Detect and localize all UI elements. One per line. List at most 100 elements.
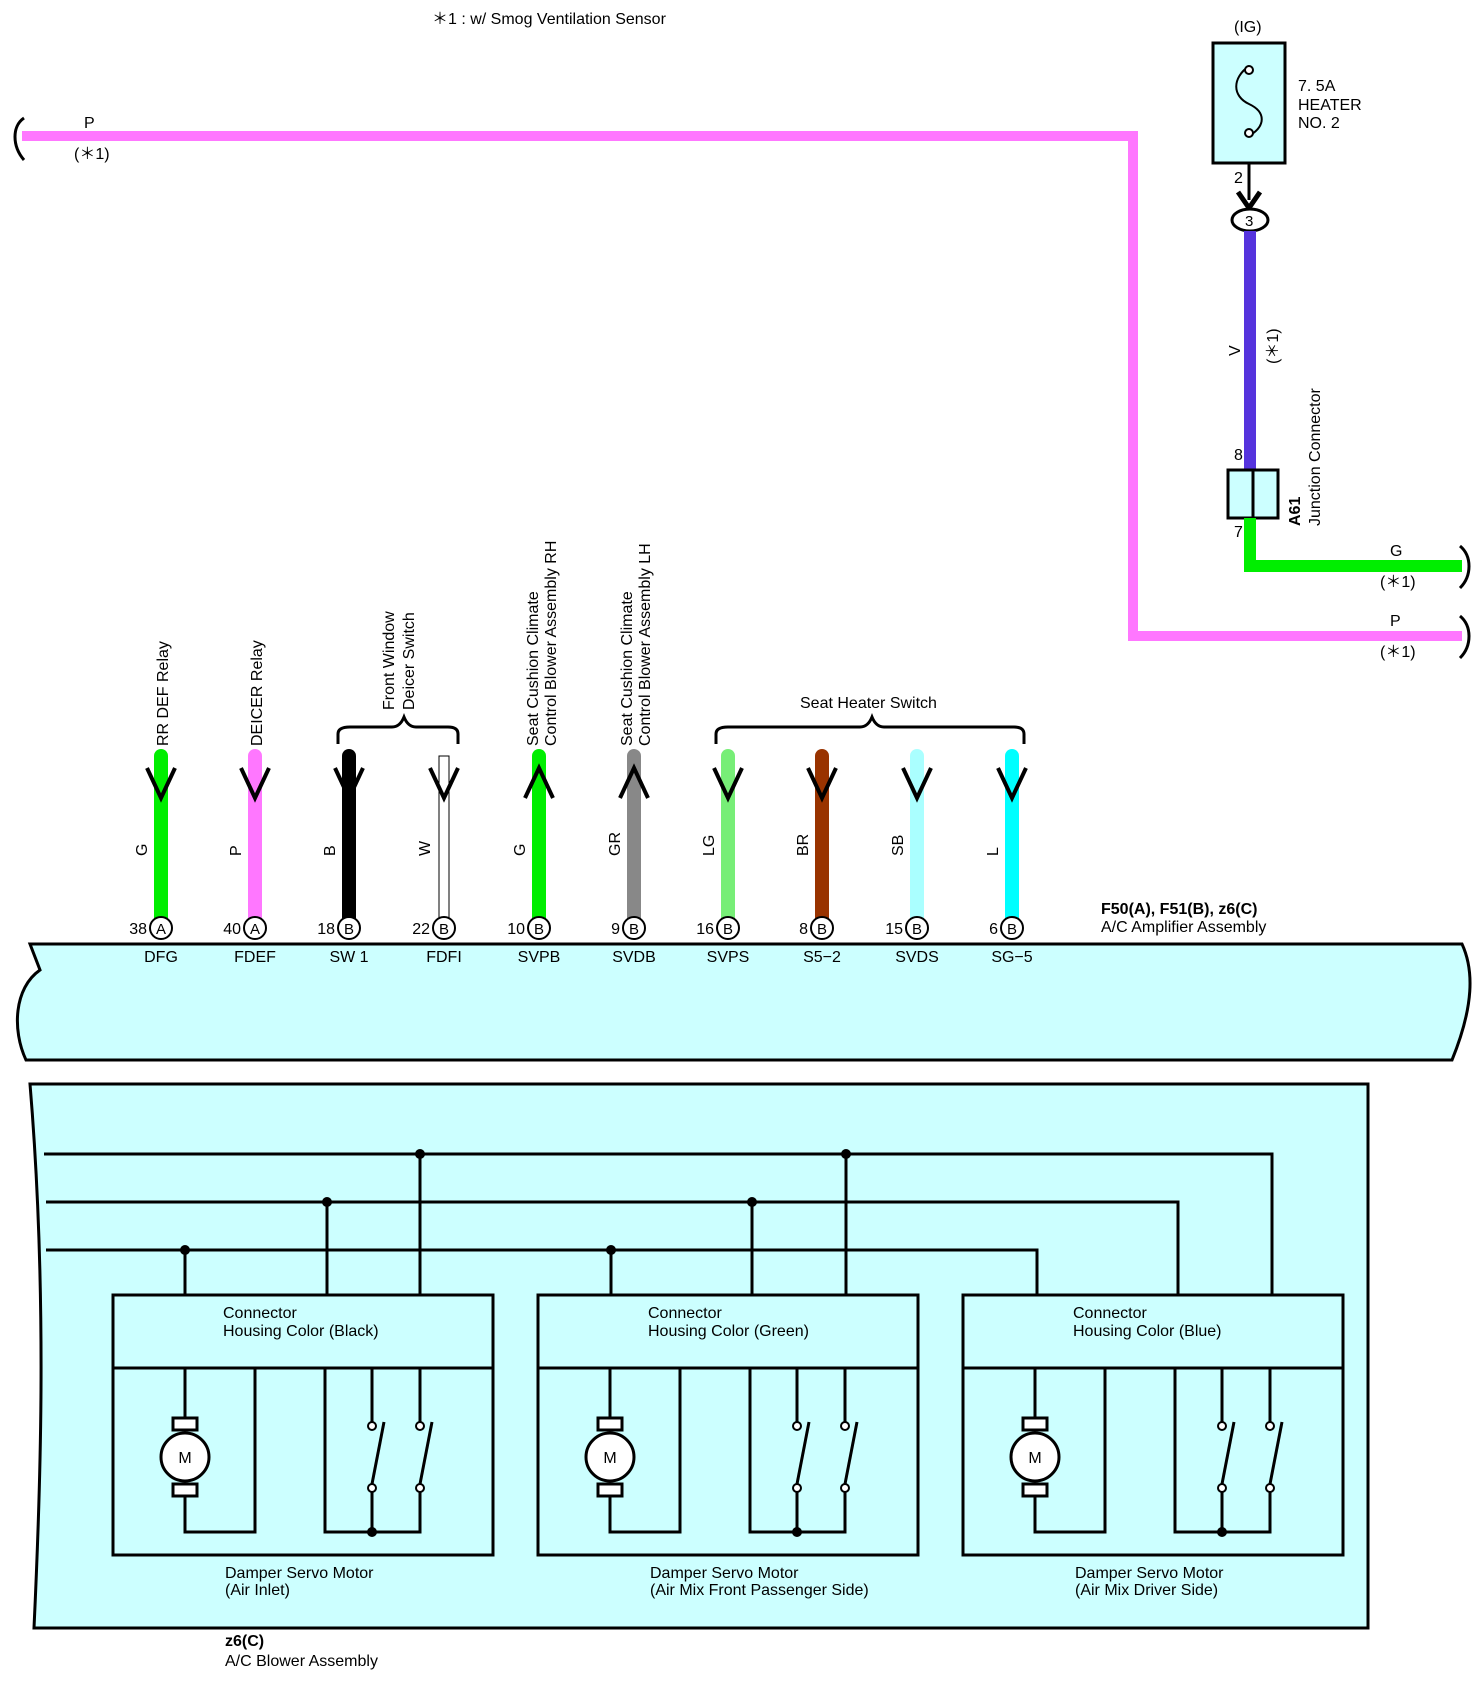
- terminal-name: SG−5: [991, 949, 1032, 966]
- terminal-wire-color: B: [322, 845, 339, 856]
- switch-contact: [1217, 1483, 1227, 1493]
- fuse-icon: [1235, 65, 1263, 137]
- amplifier-name: A/C Amplifier Assembly: [1101, 919, 1266, 936]
- terminal-connector: B: [1007, 921, 1017, 938]
- terminal-10: L B6: [985, 749, 1028, 940]
- switch-icon: [1268, 1421, 1284, 1485]
- terminal-wire-color: LG: [701, 835, 718, 856]
- terminal-pin: 9: [611, 921, 620, 938]
- junction-dot: [747, 1197, 757, 1207]
- switch-contact: [1265, 1421, 1275, 1431]
- terminal-connector: B: [439, 921, 449, 938]
- terminal-name: DFG: [144, 949, 178, 966]
- wire-g-right-color: G: [1390, 543, 1402, 560]
- terminal-connector-circle: [243, 916, 267, 940]
- blower-name: A/C Blower Assembly: [225, 1653, 378, 1670]
- switch-icon: [1220, 1421, 1236, 1485]
- blower-connector: z6(C): [225, 1633, 264, 1650]
- arrow-up-icon: [618, 763, 650, 799]
- motor-brush-bottom: [596, 1482, 624, 1498]
- terminal-wire-color: SB: [890, 835, 907, 856]
- arrow-down-icon: [712, 767, 744, 803]
- motor-icon: [159, 1431, 211, 1483]
- terminal-pin: 6: [989, 921, 998, 938]
- footnote: ＊1 : w/ Smog Ventilation Sensor: [432, 11, 667, 28]
- wire-g-right: [1244, 518, 1462, 572]
- wire-v-note: (＊1): [1265, 328, 1282, 364]
- wire-p-right-note: (＊1): [1380, 644, 1416, 661]
- junction-pin-in: 8: [1234, 447, 1243, 464]
- fuse-pin-out: 2: [1234, 170, 1243, 187]
- motor-brush-top: [171, 1416, 199, 1432]
- amplifier-terminals: GA38PA40BB18WB22GB10GRB9LGB16BRB8SBB15LB…: [129, 749, 1028, 940]
- motor-position: (Air Mix Front Passenger Side): [650, 1582, 869, 1599]
- motor-position: (Air Mix Driver Side): [1075, 1582, 1218, 1599]
- device-front-deicer-1: Front Window: [381, 611, 398, 710]
- arrow-down-icon: [901, 767, 933, 803]
- arrow-down-icon: [806, 767, 838, 803]
- device-seat-heater-switch: Seat Heater Switch: [800, 695, 937, 712]
- junction-dot: [367, 1527, 377, 1537]
- terminal-wire-color: G: [512, 844, 529, 856]
- motor-loop: [608, 1368, 682, 1534]
- terminal-connector: B: [534, 921, 544, 938]
- housing-color-label: Housing Color (Black): [223, 1323, 379, 1340]
- terminal-connector-circle: [527, 916, 551, 940]
- arrow-down-icon: [428, 767, 460, 803]
- terminal-connector: B: [723, 921, 733, 938]
- brace-seat-heater: [714, 712, 1026, 744]
- arrow-down-icon: [239, 767, 271, 803]
- terminal-connector-circle: [149, 916, 173, 940]
- motor-symbol: M: [1028, 1450, 1041, 1467]
- junction-dot: [792, 1527, 802, 1537]
- junction-dot: [180, 1245, 190, 1255]
- switch-contact: [415, 1421, 425, 1431]
- terminal-connector: A: [156, 921, 166, 938]
- device-seat-rh-1: Seat Cushion Climate: [525, 591, 542, 746]
- wire-top-p: [22, 131, 1462, 641]
- switch-contact: [1217, 1421, 1227, 1431]
- motor-brush-bottom: [171, 1482, 199, 1498]
- terminal-connector: B: [912, 921, 922, 938]
- terminal-name: SVPS: [707, 949, 750, 966]
- fuse-name-2: NO. 2: [1298, 115, 1340, 132]
- terminal-pin: 8: [799, 921, 808, 938]
- terminal-pin: 38: [129, 921, 147, 938]
- motor-icon: [1009, 1431, 1061, 1483]
- switch-contact: [840, 1421, 850, 1431]
- motor-brush-top: [596, 1416, 624, 1432]
- motor-name: Damper Servo Motor: [650, 1565, 799, 1582]
- terminal-wire-color: L: [985, 847, 1002, 856]
- junction-name: Junction Connector: [1307, 387, 1324, 526]
- device-front-deicer-2: Deicer Switch: [401, 612, 418, 710]
- fuse-terminal-top: [1244, 65, 1254, 75]
- fuse-ig-label: (IG): [1234, 19, 1262, 36]
- motor-symbol: M: [178, 1450, 191, 1467]
- device-seat-lh-1: Seat Cushion Climate: [619, 591, 636, 746]
- junction-dot: [841, 1149, 851, 1159]
- terminal-pin: 22: [412, 921, 430, 938]
- terminal-connector-circle: [905, 916, 929, 940]
- switch-contact: [792, 1483, 802, 1493]
- junction-dot: [606, 1245, 616, 1255]
- terminal-name: S5−2: [803, 949, 841, 966]
- junction-dot: [1217, 1527, 1227, 1537]
- terminal-connector-circle: [716, 916, 740, 940]
- fuse-connector-pin-label: 3: [1245, 213, 1253, 230]
- terminal-name: FDFI: [426, 949, 462, 966]
- device-deicer-relay: DEICER Relay: [249, 640, 266, 746]
- terminal-connector-circle: [337, 916, 361, 940]
- junction-dot: [322, 1197, 332, 1207]
